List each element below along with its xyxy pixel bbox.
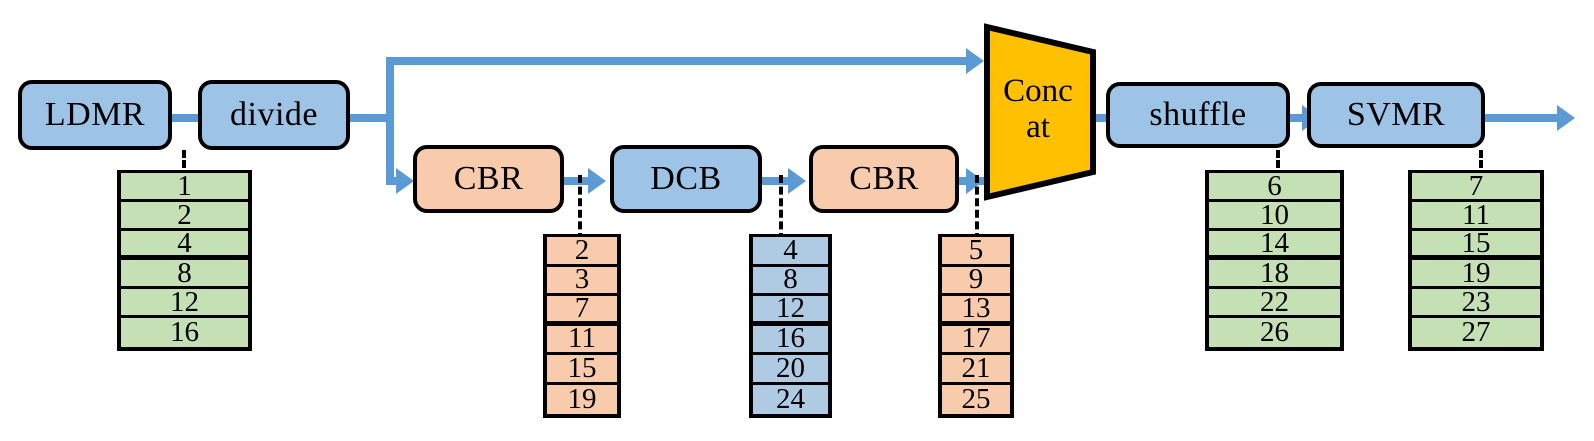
connector-ldmr-to-divide: [170, 114, 206, 122]
arrowhead-svmr-output: [1557, 105, 1575, 131]
block-svmr-label: SVMR: [1346, 96, 1446, 133]
block-dcb-label: DCB: [650, 160, 722, 197]
connector-dcb-to-cbr2: [762, 177, 794, 185]
block-cbr-2[interactable]: CBR: [809, 145, 959, 213]
dashline-svmr-to-table: [1479, 150, 1483, 178]
block-cbr-2-label: CBR: [849, 160, 919, 197]
table-cell: 18: [1209, 258, 1340, 289]
connector-divide-out: [348, 114, 394, 122]
block-shuffle-label: shuffle: [1149, 96, 1247, 133]
block-divide-label: divide: [230, 96, 318, 133]
table-cell: 15: [547, 353, 617, 385]
block-cbr-1[interactable]: CBR: [413, 145, 564, 213]
table-cell: 27: [1412, 318, 1540, 347]
table-cell: 10: [1209, 200, 1340, 231]
table-cell: 8: [753, 265, 828, 296]
table-cell: 13: [942, 293, 1010, 326]
table-cell: 16: [753, 324, 828, 355]
table-cell: 9: [942, 265, 1010, 296]
table-cell: 2: [121, 200, 248, 231]
dashline-cbr2-to-table: [975, 175, 979, 241]
arrowhead-cbr1-to-dcb: [588, 168, 606, 194]
table-cell: 12: [753, 293, 828, 326]
block-ldmr-label: LDMR: [44, 96, 146, 133]
block-concat[interactable]: Conc at: [982, 22, 1098, 202]
table-cell: 26: [1209, 318, 1340, 347]
table-cell: 7: [547, 293, 617, 326]
dashline-dcb-to-table: [779, 175, 783, 241]
arrowhead-dcb-to-cbr2: [788, 168, 806, 194]
block-dcb[interactable]: DCB: [610, 145, 762, 213]
table-cell: 25: [942, 384, 1010, 414]
block-ldmr[interactable]: LDMR: [18, 80, 172, 150]
block-divide[interactable]: divide: [198, 80, 350, 150]
connector-svmr-output: [1483, 114, 1561, 122]
arrowhead-skip-to-concat: [966, 48, 984, 74]
table-cell: 24: [753, 384, 828, 414]
table-cell: 17: [942, 324, 1010, 355]
table-cell: 8: [121, 258, 248, 289]
connector-skip-to-concat: [386, 57, 970, 65]
block-shuffle[interactable]: shuffle: [1106, 82, 1290, 148]
table-cell: 3: [547, 265, 617, 296]
table-cell: 11: [547, 324, 617, 355]
dashline-shuffle-to-table: [1276, 150, 1280, 178]
arrowhead-branch-to-cbr1: [396, 168, 414, 194]
concat-trapezoid-shape: [984, 23, 1096, 201]
table-cell: 4: [121, 228, 248, 260]
table-cell: 4: [753, 235, 828, 267]
table-cell: 19: [1412, 258, 1540, 289]
table-cell: 20: [753, 353, 828, 385]
table-cell: 23: [1412, 287, 1540, 318]
connector-branch-trunk: [386, 57, 394, 185]
table-cell: 12: [121, 287, 248, 318]
table-cell: 21: [942, 353, 1010, 385]
block-svmr[interactable]: SVMR: [1307, 82, 1485, 148]
block-cbr-1-label: CBR: [453, 160, 524, 197]
connector-concat-to-shuffle: [1096, 114, 1114, 122]
table-cell: 16: [121, 318, 248, 347]
dashline-cbr1-to-table: [578, 175, 582, 241]
table-cell: 14: [1209, 228, 1340, 260]
table-cell: 7: [1412, 171, 1540, 202]
dashline-ldmr-to-table: [182, 150, 186, 178]
table-cell: 22: [1209, 287, 1340, 318]
table-cell: 5: [942, 235, 1010, 267]
table-cell: 15: [1412, 228, 1540, 260]
table-cell: 19: [547, 384, 617, 414]
table-cell: 2: [547, 235, 617, 267]
table-cell: 1: [121, 171, 248, 202]
table-cell: 6: [1209, 171, 1340, 202]
table-cell: 11: [1412, 200, 1540, 231]
